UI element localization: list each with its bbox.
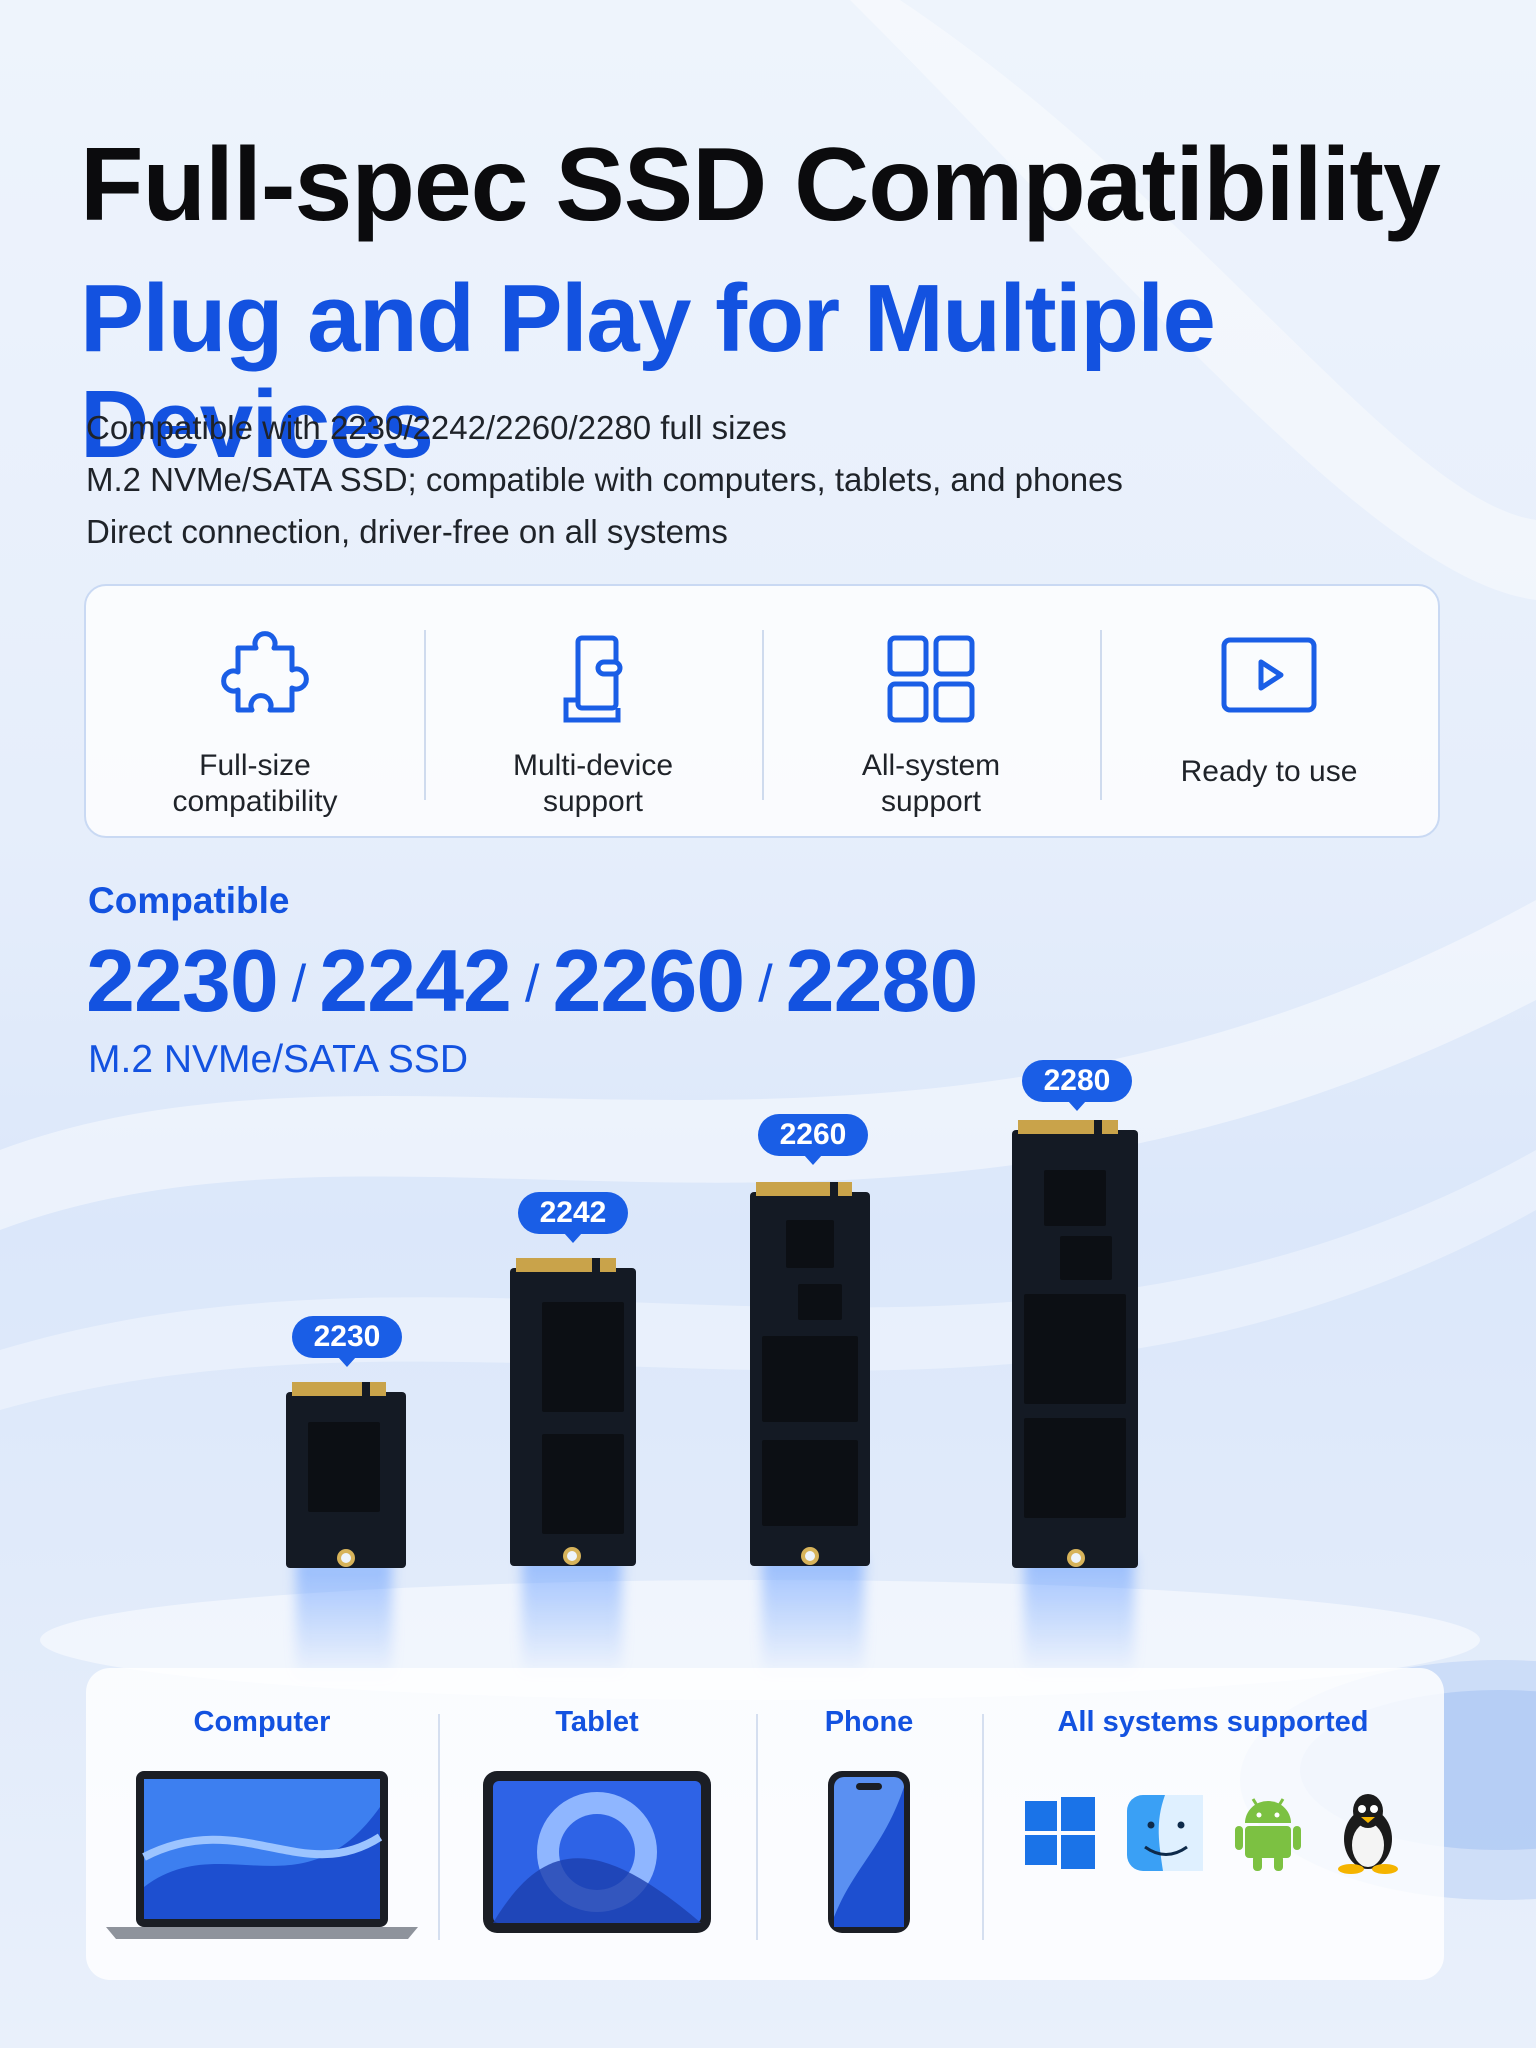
feature-label: Multi-device support (512, 749, 674, 818)
description-line: M.2 NVMe/SATA SSD; compatible with compu… (86, 461, 1123, 498)
description-block: Compatible with 2230/2242/2260/2280 full… (86, 402, 1386, 558)
description-line: Direct connection, driver-free on all sy… (86, 513, 728, 550)
feature-all-system: All-system support (762, 586, 1100, 836)
device-phone: Phone (756, 1668, 982, 1980)
compatible-heading: Compatible (88, 880, 290, 921)
feature-multi-device: Multi-device support (424, 586, 762, 836)
os-icon-row (1021, 1791, 1405, 1875)
device-systems: All systems supported (982, 1668, 1444, 1980)
ssd-tag-2230: 2230 (292, 1316, 402, 1367)
size-value: 2280 (785, 931, 979, 1030)
ssd-2242-image (510, 1258, 636, 1566)
ssd-tag-2242: 2242 (518, 1192, 628, 1243)
ssd-2230-image (286, 1382, 406, 1568)
devices-card: Computer Tablet Phone All systems suppor… (86, 1668, 1444, 1980)
ssd-glow (762, 1556, 864, 1676)
size-value: 2260 (552, 931, 745, 1030)
feature-ready: Ready to use (1100, 586, 1438, 836)
ssd-type-label: M.2 NVMe/SATA SSD (88, 1038, 468, 1081)
size-separator: / (291, 955, 306, 1013)
device-title: All systems supported (1057, 1706, 1369, 1738)
macos-finder-icon (1127, 1795, 1203, 1871)
android-icon (1235, 1798, 1301, 1871)
ssd-glow (296, 1560, 392, 1680)
puzzle-icon (221, 631, 309, 713)
feature-label: Full-size compatibility (172, 749, 338, 818)
linux-tux-icon (1338, 1794, 1398, 1874)
ssd-glow (1024, 1556, 1134, 1676)
device-stand-icon (563, 635, 623, 723)
phone-icon (828, 1771, 910, 1933)
feature-card: Full-size compatibility Multi-device sup… (84, 584, 1440, 838)
size-list: 2230/2242/2260/2280 (86, 930, 979, 1032)
grid-icon (887, 635, 975, 723)
size-value: 2242 (319, 931, 512, 1030)
size-separator: / (524, 955, 539, 1013)
size-separator: / (758, 955, 772, 1013)
ssd-glow (522, 1556, 622, 1676)
ssd-tag-2260: 2260 (758, 1114, 868, 1165)
page-title: Full-spec SSD Compatibility (80, 127, 1441, 243)
description-line: Compatible with 2230/2242/2260/2280 full… (86, 409, 787, 446)
page-subtitle: Plug and Play for Multiple Devices (80, 265, 1216, 478)
tablet-icon (483, 1771, 711, 1933)
ssd-tag-2280: 2280 (1022, 1060, 1132, 1111)
laptop-icon (106, 1771, 418, 1939)
device-title: Computer (193, 1706, 331, 1738)
device-tablet: Tablet (438, 1668, 756, 1980)
ssd-2260-image (750, 1182, 870, 1566)
device-computer: Computer (86, 1668, 438, 1980)
feature-label: Ready to use (1180, 755, 1358, 788)
size-value: 2230 (86, 931, 279, 1030)
feature-label: All-system support (861, 749, 1001, 818)
device-title: Tablet (555, 1706, 639, 1738)
device-title: Phone (824, 1706, 914, 1738)
feature-full-size: Full-size compatibility (86, 586, 424, 836)
ssd-2280-image (1012, 1120, 1138, 1568)
windows-icon (1025, 1797, 1095, 1869)
play-icon (1221, 637, 1317, 713)
